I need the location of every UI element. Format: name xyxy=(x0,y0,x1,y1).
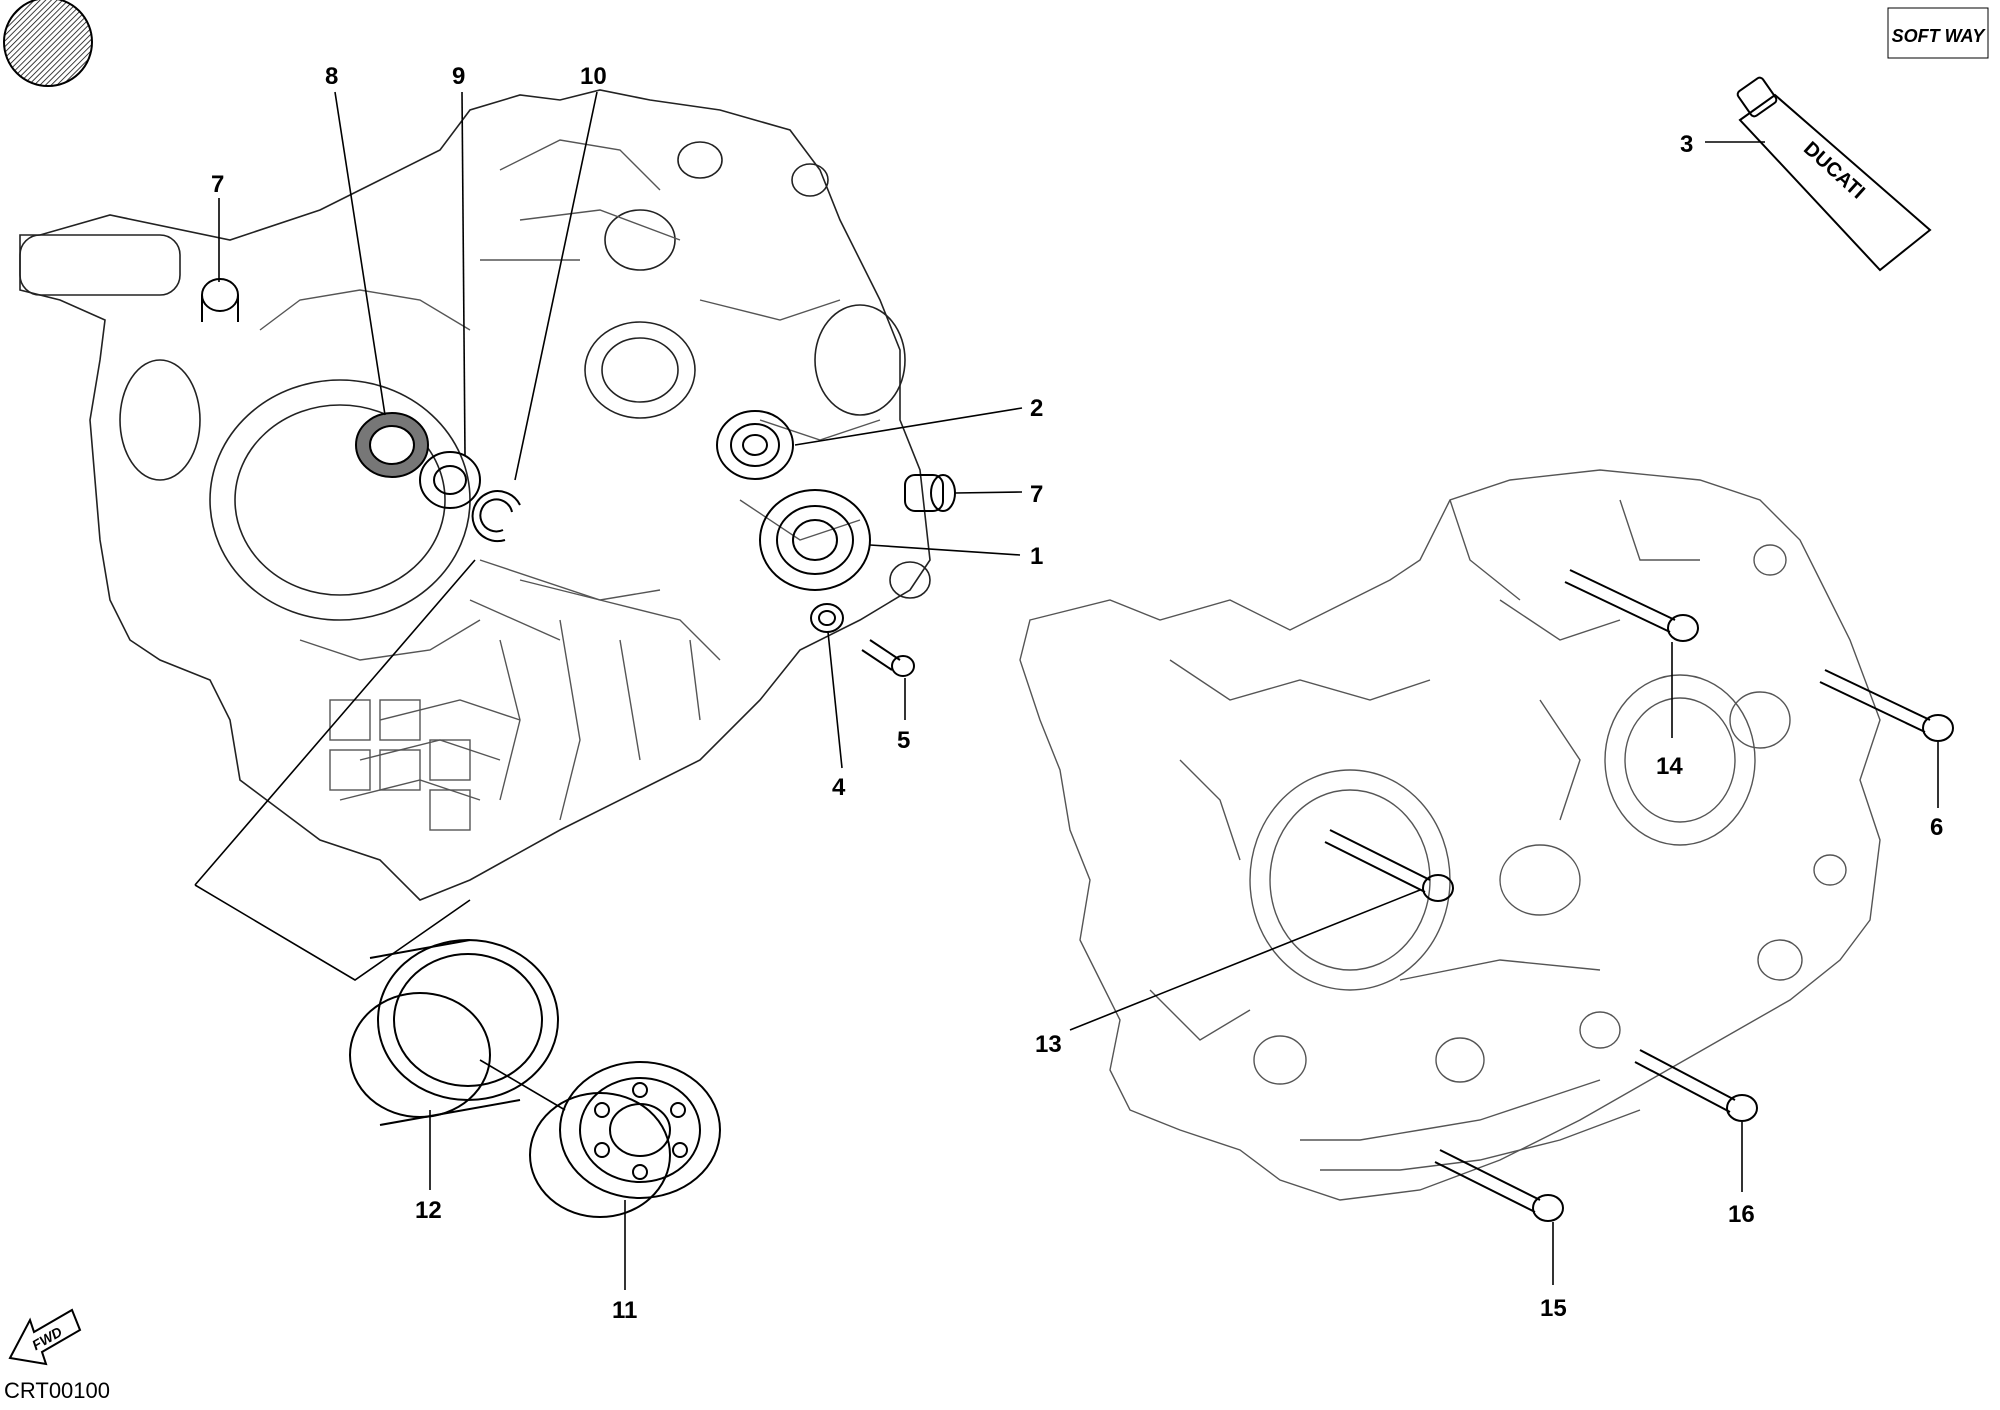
part-11-roller-bearing xyxy=(529,1061,721,1218)
part-16-bolt xyxy=(1634,1049,1758,1122)
callout-10: 10 xyxy=(580,63,607,90)
part-7-dowel-left xyxy=(201,278,239,322)
part-13-bolt xyxy=(1324,829,1454,902)
callout-9: 9 xyxy=(452,63,465,90)
part-2-bearing xyxy=(716,410,794,480)
part-10-circlip xyxy=(471,490,521,543)
part-3-sealant-tube: DUCATI xyxy=(1736,76,1932,272)
part-1-main-bearing xyxy=(759,489,871,591)
left-crankcase-half xyxy=(19,89,931,901)
disc-logo-icon xyxy=(3,0,93,87)
callout-7-left: 7 xyxy=(211,171,224,198)
part-15-bolt xyxy=(1434,1149,1564,1222)
part-14-bolt xyxy=(1564,569,1699,642)
callout-labels: 1 2 3 4 5 6 7 7 8 9 10 11 12 13 14 15 16 xyxy=(211,63,1943,1324)
callout-7-right: 7 xyxy=(1030,481,1043,508)
forward-direction-arrow-icon: FWD xyxy=(8,1308,82,1366)
right-crankcase-half xyxy=(1019,469,1881,1201)
callout-2: 2 xyxy=(1030,395,1043,422)
callout-15: 15 xyxy=(1540,1295,1567,1322)
callout-8: 8 xyxy=(325,63,338,90)
callout-13: 13 xyxy=(1035,1031,1062,1058)
callout-16: 16 xyxy=(1728,1201,1755,1228)
callout-4: 4 xyxy=(832,774,846,801)
part-12-bushing xyxy=(349,939,559,1126)
part-5-screw xyxy=(861,639,915,677)
callout-1: 1 xyxy=(1030,543,1043,570)
callout-5: 5 xyxy=(897,727,910,754)
callout-11: 11 xyxy=(612,1297,637,1324)
part-6-bolt xyxy=(1819,669,1954,742)
drawing-code: CRT00100 xyxy=(4,1378,110,1403)
part-4-washer xyxy=(810,603,844,633)
callout-6: 6 xyxy=(1930,814,1943,841)
callout-3: 3 xyxy=(1680,131,1693,158)
callout-12: 12 xyxy=(415,1197,442,1224)
part-8-oil-seal xyxy=(355,412,429,478)
part-9-bearing xyxy=(419,451,481,509)
softway-logo: SOFT WAY xyxy=(1887,7,1989,59)
softway-logo-text: SOFT WAY xyxy=(1892,26,1987,46)
callout-14: 14 xyxy=(1656,753,1683,780)
leader-lines xyxy=(194,91,1939,1290)
part-7-dowel-right xyxy=(904,474,956,512)
